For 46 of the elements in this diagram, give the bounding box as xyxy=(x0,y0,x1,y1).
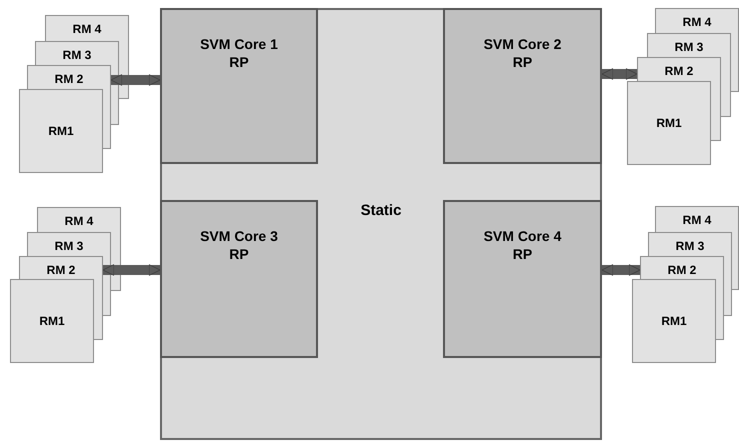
module-card xyxy=(640,256,724,279)
module-label: RM1 xyxy=(48,123,74,140)
double-arrow xyxy=(110,74,160,86)
module-label: RM 3 xyxy=(674,238,706,255)
module-card xyxy=(19,89,103,173)
core-box xyxy=(443,8,602,164)
module-label: RM1 xyxy=(39,313,65,330)
core-label: SVM Core 1 RP xyxy=(199,35,279,71)
core-box xyxy=(160,8,318,164)
module-label: RM 4 xyxy=(64,213,94,230)
module-card xyxy=(655,8,739,33)
module-label: RM1 xyxy=(661,313,687,330)
module-card xyxy=(35,41,119,65)
core-label: SVM Core 3 RP xyxy=(199,227,279,263)
module-label: RM 4 xyxy=(682,212,712,229)
module-label: RM 3 xyxy=(674,39,704,56)
double-arrow xyxy=(602,68,638,80)
module-label: RM 3 xyxy=(54,238,84,255)
module-card xyxy=(19,256,103,279)
module-label: RM 4 xyxy=(682,14,712,31)
module-card xyxy=(27,65,111,89)
module-label: RM 4 xyxy=(72,21,102,38)
module-card xyxy=(37,207,121,232)
module-label: RM1 xyxy=(656,115,682,132)
module-card xyxy=(648,232,732,256)
module-card xyxy=(637,57,721,81)
module-card xyxy=(27,232,111,256)
core-label: SVM Core 2 RP xyxy=(482,35,562,71)
region-label: Static xyxy=(360,201,402,221)
module-card xyxy=(627,81,711,165)
module-label: RM 2 xyxy=(666,262,698,279)
module-card xyxy=(45,15,129,41)
double-arrow xyxy=(602,264,640,276)
module-card xyxy=(10,279,94,363)
double-arrow xyxy=(102,264,160,276)
module-label: RM 2 xyxy=(664,63,694,80)
module-label: RM 2 xyxy=(54,71,84,88)
module-card xyxy=(632,279,716,363)
module-card xyxy=(647,33,731,57)
static-region xyxy=(160,8,602,440)
core-box xyxy=(160,200,318,358)
core-label: SVM Core 4 RP xyxy=(482,227,562,263)
module-label: RM 3 xyxy=(62,47,92,64)
module-label: RM 2 xyxy=(46,262,76,279)
core-box xyxy=(443,200,602,358)
module-card xyxy=(655,206,739,232)
